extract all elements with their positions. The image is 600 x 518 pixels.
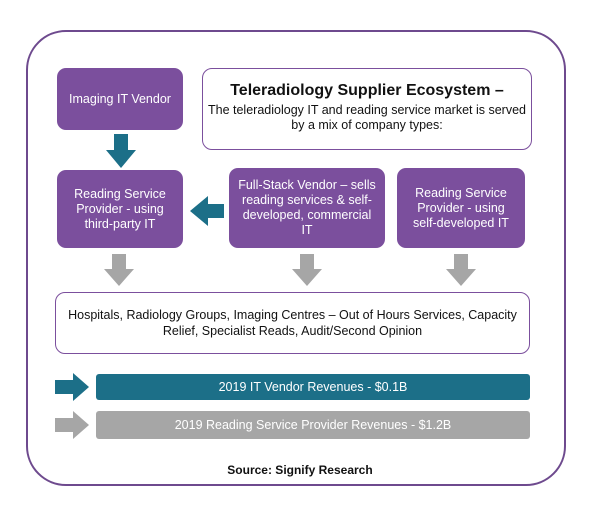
it-vendor-revenue-label: 2019 IT Vendor Revenues - $0.1B	[218, 380, 408, 394]
rsp-third-party-box: Reading Service Provider - using third-p…	[57, 170, 183, 248]
teal-down-arrow-icon	[106, 134, 136, 168]
grey-down-arrow-icon	[104, 254, 134, 286]
imaging-it-vendor-label: Imaging IT Vendor	[69, 91, 171, 106]
grey-right-arrow-icon	[55, 411, 89, 439]
source-caption: Source: Signify Research	[227, 463, 373, 477]
full-stack-vendor-label: Full-Stack Vendor – sells reading servic…	[238, 178, 376, 237]
customers-box: Hospitals, Radiology Groups, Imaging Cen…	[55, 292, 530, 354]
teal-left-arrow-icon	[190, 196, 224, 226]
rsp-self-developed-label: Reading Service Provider - using self-de…	[413, 185, 509, 230]
rsp-self-developed-box: Reading Service Provider - using self-de…	[397, 168, 525, 248]
diagram-title: Teleradiology Supplier Ecosystem –	[230, 82, 504, 99]
customers-label: Hospitals, Radiology Groups, Imaging Cen…	[68, 308, 517, 338]
full-stack-vendor-box: Full-Stack Vendor – sells reading servic…	[229, 168, 385, 248]
imaging-it-vendor-box: Imaging IT Vendor	[57, 68, 183, 130]
diagram-subtitle: The teleradiology IT and reading service…	[208, 103, 526, 132]
reading-service-revenue-bar: 2019 Reading Service Provider Revenues -…	[96, 411, 530, 439]
it-vendor-revenue-bar: 2019 IT Vendor Revenues - $0.1B	[96, 374, 530, 400]
grey-down-arrow-icon	[446, 254, 476, 286]
rsp-third-party-label: Reading Service Provider - using third-p…	[74, 186, 166, 231]
title-box: Teleradiology Supplier Ecosystem – The t…	[202, 68, 532, 150]
grey-down-arrow-icon	[292, 254, 322, 286]
teal-right-arrow-icon	[55, 373, 89, 401]
reading-service-revenue-label: 2019 Reading Service Provider Revenues -…	[174, 418, 452, 432]
